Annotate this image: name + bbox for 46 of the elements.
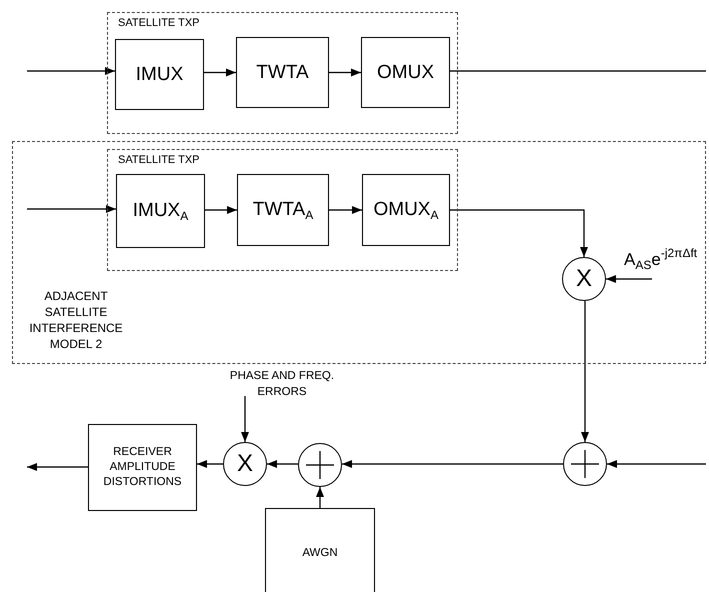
process-box [237,174,329,246]
group-title: SATELLITE TXP [118,154,200,166]
arrow [329,68,361,76]
summing-junction [563,442,607,486]
block-label: TWTA [256,62,309,84]
junction-circle [223,442,267,486]
operator-symbol: X [576,267,592,291]
arrow [205,206,237,214]
arrow [204,68,236,76]
arrow [267,460,298,468]
group-frame [107,12,458,134]
arrow [197,460,223,468]
arrow [316,487,324,508]
process-box [361,37,450,108]
block-label: OMUX [377,62,434,84]
arrow [241,396,249,442]
edge-label: A$_{AS}$e$^{-j2πΔft}$ [624,246,698,272]
process-box [116,174,205,248]
summing-junction [298,443,342,487]
block-label: AWGN [302,546,338,561]
group-title: ADJACENT SATELLITE INTERFERENCE MODEL 2 [28,288,124,352]
block-label: IMUX [136,64,184,86]
arrow [27,67,115,75]
arrow [581,301,589,442]
block-label: OMUX$_{A}$ [373,198,438,222]
connector-line [450,70,706,72]
group-title: SATELLITE TXP [118,17,200,29]
process-box [265,508,375,592]
arrow [27,205,116,213]
arrow [27,463,88,471]
process-box [236,37,329,108]
arrow [329,206,362,214]
arrow [342,460,563,468]
process-box [88,424,197,511]
arrow [606,275,652,283]
block-label: TWTA$_{A}$ [252,198,314,222]
arrow [607,460,706,468]
operator-symbol: X [236,452,253,476]
group-frame [107,149,458,271]
junction-circle [562,257,606,301]
block-label: IMUX$_{A}$ [132,200,188,222]
arrow [450,209,588,257]
annotation-text: PHASE AND FREQ. ERRORS [212,368,352,400]
block-label: RECEIVER AMPLITUDE DISTORTIONS [102,445,183,490]
process-box [362,174,450,246]
process-box [115,39,204,110]
